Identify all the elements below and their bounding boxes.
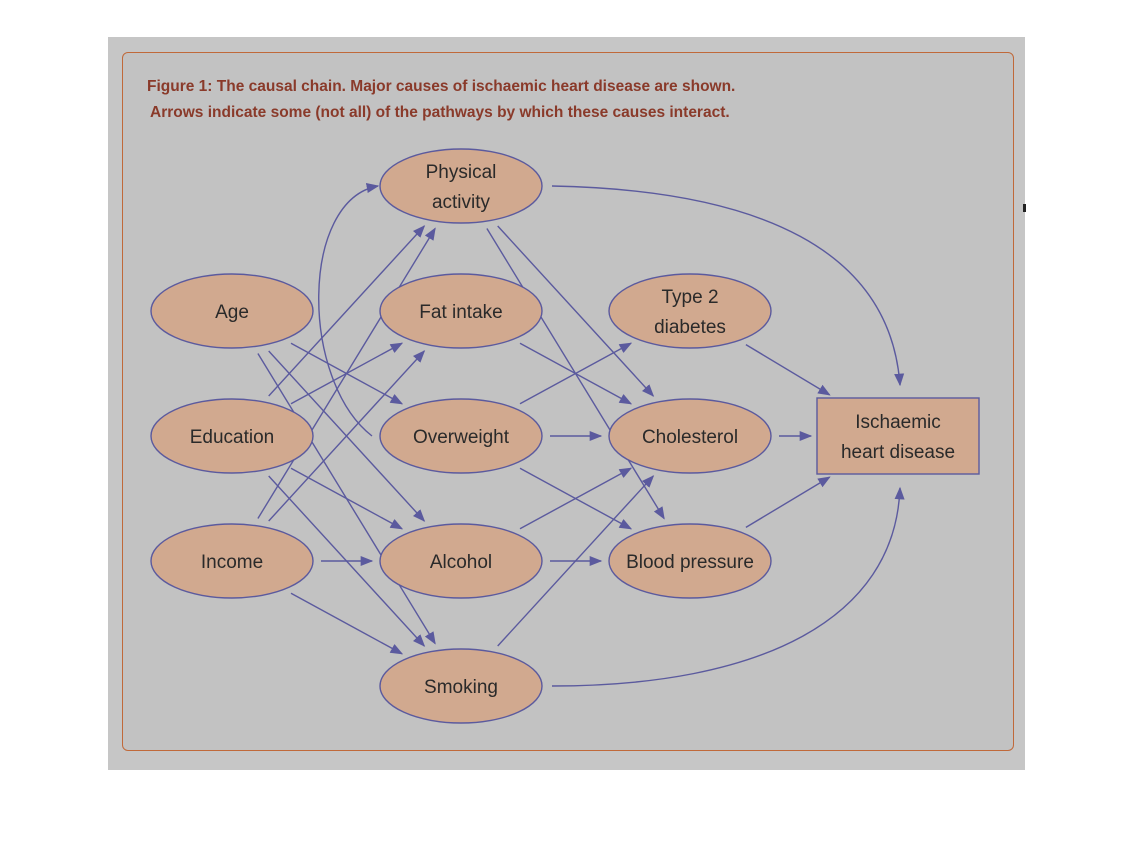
node-education: Education [150, 398, 314, 474]
node-blood-pressure: Blood pressure [608, 523, 772, 599]
node-ischaemic-heart-disease-label-2: heart disease [841, 442, 955, 463]
edge-income-to-smoking [290, 592, 404, 655]
node-age: Age [150, 273, 314, 349]
edges-layer [257, 183, 905, 687]
node-education-label-1: Education [190, 427, 275, 448]
node-alcohol: Alcohol [379, 523, 543, 599]
node-overweight-label-1: Overweight [413, 427, 510, 448]
node-fat-intake-label-1: Fat intake [419, 302, 502, 323]
node-ischaemic-heart-disease: Ischaemic heart disease [816, 397, 980, 475]
edge-physical-activity-to-cholesterol [497, 225, 655, 397]
edge-overweight-to-type2-diabetes [519, 342, 633, 405]
node-ischaemic-heart-disease-box [816, 397, 980, 475]
node-fat-intake-ellipse [379, 273, 543, 349]
node-type2-diabetes-ellipse [608, 273, 772, 349]
edge-income-to-fat-intake [268, 350, 426, 522]
node-type2-diabetes-label-1: Type 2 [661, 287, 718, 308]
node-blood-pressure-label-1: Blood pressure [626, 552, 754, 573]
edge-smoking-to-cholesterol [497, 475, 655, 647]
edge-income-to-physical-activity [257, 227, 436, 519]
node-income: Income [150, 523, 314, 599]
edge-physical-activity-to-ischaemic-heart-disease [551, 185, 905, 387]
edge-blood-pressure-to-ischaemic-heart-disease [745, 476, 831, 528]
edge-alcohol-to-cholesterol [519, 467, 633, 530]
node-income-ellipse [150, 523, 314, 599]
node-physical-activity-ellipse [379, 148, 543, 224]
node-ischaemic-heart-disease-label-1: Ischaemic [855, 412, 941, 433]
node-alcohol-label-1: Alcohol [430, 552, 492, 573]
node-education-ellipse [150, 398, 314, 474]
node-overweight-ellipse [379, 398, 543, 474]
node-smoking-ellipse [379, 648, 543, 724]
edge-education-to-alcohol [290, 467, 404, 530]
node-age-ellipse [150, 273, 314, 349]
node-type2-diabetes: Type 2 diabetes [608, 273, 772, 349]
node-cholesterol: Cholesterol [608, 398, 772, 474]
caption-line-2: Arrows indicate some (not all) of the pa… [150, 104, 730, 121]
node-smoking: Smoking [379, 648, 543, 724]
node-overweight: Overweight [379, 398, 543, 474]
node-income-label-1: Income [201, 552, 263, 573]
node-physical-activity: Physical activity [379, 148, 543, 224]
edge-age-to-physical-activity [318, 183, 380, 437]
node-alcohol-ellipse [379, 523, 543, 599]
node-cholesterol-label-1: Cholesterol [642, 427, 738, 448]
node-blood-pressure-ellipse [608, 523, 772, 599]
caption-line-1: Figure 1: The causal chain. Major causes… [147, 78, 735, 95]
node-cholesterol-ellipse [608, 398, 772, 474]
node-fat-intake: Fat intake [379, 273, 543, 349]
node-type2-diabetes-label-2: diabetes [654, 317, 726, 338]
node-physical-activity-label-2: activity [432, 192, 491, 213]
edge-education-to-physical-activity [268, 225, 426, 397]
node-age-label-1: Age [215, 302, 249, 323]
edge-tick-mark [1023, 204, 1026, 212]
edge-smoking-to-ischaemic-heart-disease [551, 486, 905, 687]
node-smoking-label-1: Smoking [424, 677, 498, 698]
node-physical-activity-label-1: Physical [426, 162, 497, 183]
edge-type2-diabetes-to-ischaemic-heart-disease [745, 344, 831, 396]
